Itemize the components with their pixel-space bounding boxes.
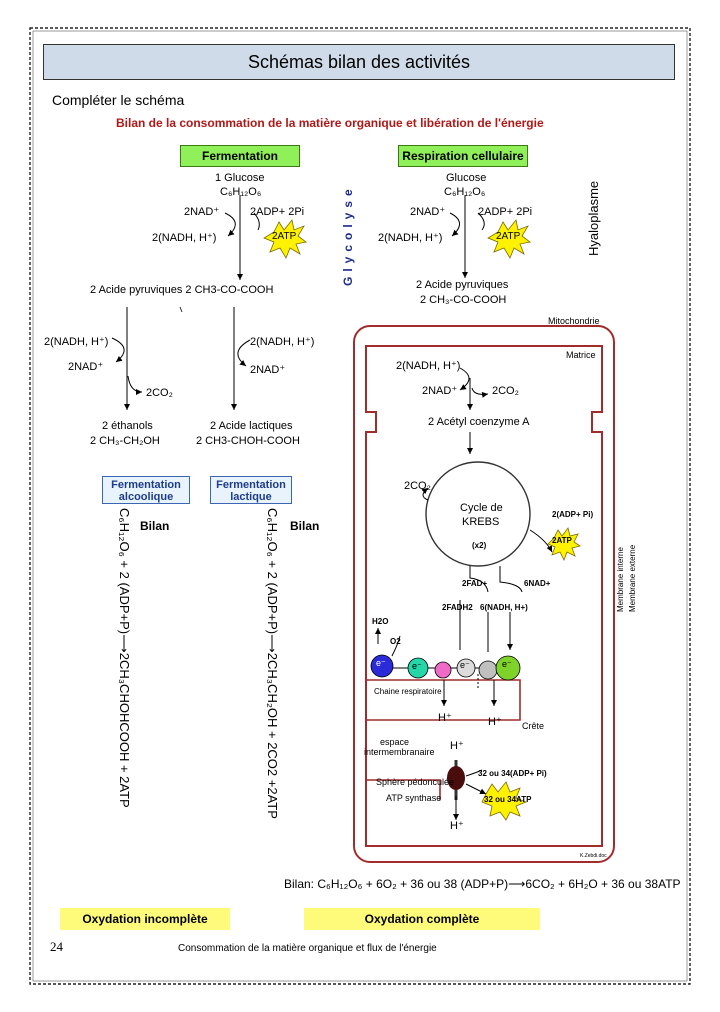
hplus-3: H⁺ [450,740,464,752]
mat-nadh: 2(NADH, H⁺) [396,360,461,372]
resp-pyruvate1: 2 Acide pyruviques [416,279,509,291]
mitochondria-outer [353,325,615,863]
glycolyse-label: Glycolyse [341,184,355,286]
atp-star-respiration [487,219,531,259]
diagram-subtitle: Bilan de la consommation de la matière o… [116,116,544,130]
acetyl-coa: 2 Acétyl coenzyme A [428,416,530,428]
instruction-text: Compléter le schéma [52,92,185,108]
sphere-label2: ATP synthase [386,793,442,803]
krebs-x2: (x2) [472,541,487,550]
alc-co2: 2CO₂ [146,387,173,399]
alc-product2: 2 CH₃-CH₂OH [90,435,160,447]
footer-caption: Consommation de la matière organique et … [178,943,437,954]
ferm-glucose: 1 Glucose [215,172,265,184]
lac-nadh: 2(NADH, H⁺) [250,336,315,348]
resp-adp: 2ADP+ 2Pi [478,206,533,218]
ferm-pyruvate: 2 Acide pyruviques 2 CH3-CO-COOH [90,284,274,296]
resp-nadh: 2(NADH, H⁺) [378,232,443,244]
oxydation-complete-bar: Oxydation complète [304,908,540,930]
lac-nad: 2NAD⁺ [250,364,286,376]
atp-star-fermentation [263,219,307,259]
chaine-label: Chaine respiratoire [374,687,442,696]
membrane-externe: Membrane externe [628,544,637,612]
page-border [29,27,691,985]
o2-label: O2 [390,637,401,646]
respiration-label: Respiration cellulaire [398,145,528,167]
espace-label2: intermembranaire [364,747,435,757]
credit-label: K.Zebdi.doc [580,853,607,859]
alc-nadh: 2(NADH, H⁺) [44,336,109,348]
fadh2-label: 2FADH2 [442,603,473,612]
alc-product1: 2 éthanols [102,420,153,432]
atp-star-krebs [547,527,581,561]
fermentation-label: Fermentation [180,145,300,167]
mitochondria-inner [365,345,603,847]
alc-nad: 2NAD⁺ [68,361,104,373]
hyaloplasme-label: Hyaloplasme [586,180,601,256]
krebs-label1: Cycle de [460,502,503,514]
lac-bilan-label: Bilan [290,519,320,533]
ferm-adp: 2ADP+ 2Pi [250,206,305,218]
crete-label: Crête [522,721,545,731]
electron-2: e⁻ [412,661,422,671]
krebs-co2: 2CO₂ [404,480,431,492]
alc-bilan-label: Bilan [140,519,170,533]
espace-label1: espace [380,737,410,747]
membrane-interne: Membrane interne [616,547,625,612]
lac-product2: 2 CH3-CHOH-COOH [196,435,300,447]
krebs-adp: 2(ADP+ Pi) [552,510,594,519]
h2o-label: H2O [372,617,389,626]
ferm-nadh: 2(NADH, H⁺) [152,232,217,244]
electron-3: e⁻ [460,660,470,670]
hplus-4: H⁺ [450,820,464,832]
respiration-bilan: Bilan: C₆H₁₂O₆ + 6O₂ + 36 ou 38 (ADP+P)⟶… [284,877,681,891]
lac-product1: 2 Acide lactiques [210,420,293,432]
mat-co2: 2CO₂ [492,385,519,397]
atp-star-synthase [481,781,528,821]
electron-1: e⁻ [376,658,386,668]
hplus-2: H⁺ [488,716,502,728]
resp-atp: 2ATP [496,231,521,242]
oxydation-incomplete-bar: Oxydation incomplète [60,908,230,930]
sphere-label1: Sphère pédonculée [376,777,455,787]
alc-equation: C₆H₁₂O₆ + 2 (ADP+P)⟶2CH₃CHOHCOOH + 2ATP [117,508,132,808]
header-bar: Schémas bilan des activités [43,44,675,80]
page-title: Schémas bilan des activités [247,52,471,72]
resp-nad: 2NAD⁺ [410,206,446,218]
mitochondrie-label: Mitochondrie [548,316,600,326]
matrice-label: Matrice [566,350,596,360]
krebs-label2: KREBS [462,516,500,528]
adp32-label: 32 ou 34(ADP+ Pi) [478,769,547,778]
mat-nad: 2NAD⁺ [422,385,458,397]
lac-equation: C₆H₁₂O₆ + 2 (ADP+P)⟶2CH₃CH₂OH + 2CO2 +2A… [265,508,280,819]
hplus-1: H⁺ [438,712,452,724]
nad6-label: 6NAD+ [524,579,551,588]
resp-pyruvate2: 2 CH₃-CO-COOH [420,294,507,306]
resp-glucose-formula: C₆H₁₂O₆ [444,186,486,198]
ferm-glucose-formula: C₆H₁₂O₆ [220,186,262,198]
fad-label: 2FAD+ [462,579,488,588]
page-number: 24 [50,939,63,954]
resp-glucose: Glucose [446,172,487,184]
ferm-atp: 2ATP [272,231,297,242]
krebs-circle [425,461,531,567]
krebs-atp: 2ATP [552,536,572,545]
nadh6-label: 6(NADH, H+) [480,603,528,612]
electron-4: e⁻ [502,659,512,669]
ferm-nad: 2NAD⁺ [184,206,220,218]
atp32-label: 32 ou 34ATP [484,795,532,804]
